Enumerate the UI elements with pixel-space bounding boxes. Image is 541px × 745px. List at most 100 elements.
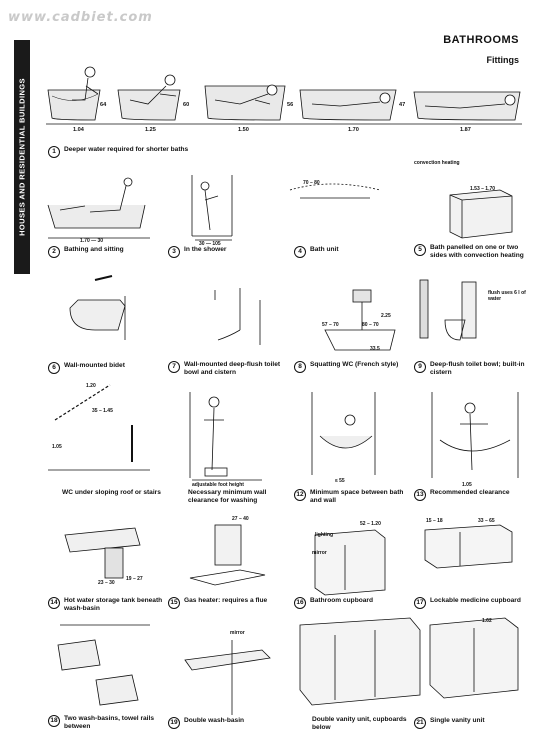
caption-text: Lockable medicine cupboard — [430, 597, 521, 604]
label-adjustable-foot: adjustable foot height — [192, 482, 244, 488]
caption-text: Necessary minimum wall clearance for was… — [188, 489, 267, 504]
caption-number: 17 — [414, 597, 426, 609]
fig-21-drawing — [429, 617, 519, 699]
bath-depth-4: 47 — [399, 102, 406, 108]
bath-1 — [47, 66, 101, 121]
caption-text: WC under sloping roof or stairs — [62, 489, 161, 496]
dim-label: 33 – 65 — [478, 518, 495, 524]
dim-label: 1.20 — [86, 383, 96, 389]
caption-number: 14 — [48, 597, 60, 609]
caption-number: 6 — [48, 362, 60, 374]
page-subtitle: Fittings — [486, 55, 520, 65]
caption-3: 3 In the shower — [168, 246, 286, 258]
bath-3 — [204, 84, 286, 121]
caption-text: Double wash-basin — [184, 717, 245, 724]
caption-text: Gas heater: requires a flue — [184, 597, 268, 604]
bath-length-5: 1.87 — [460, 127, 471, 133]
caption-number: 5 — [414, 244, 426, 256]
caption-text: In the shower — [184, 246, 227, 253]
page-title: BATHROOMS — [443, 34, 519, 46]
caption-number: 7 — [168, 361, 180, 373]
bath-5 — [413, 91, 521, 121]
caption-text: Bathing and sitting — [64, 246, 124, 253]
bath-length-3: 1.50 — [238, 127, 249, 133]
caption-10: WC under sloping roof or stairs — [62, 489, 180, 497]
bath-depth-2: 60 — [183, 102, 190, 108]
dim-label: 2.25 — [381, 313, 391, 319]
dim-label: 19 – 27 — [126, 576, 143, 582]
caption-11: Necessary minimum wall clearance for was… — [188, 489, 288, 505]
caption-text: Squatting WC (French style) — [310, 361, 399, 368]
label-lighting: lighting — [315, 532, 334, 538]
fig-13-drawing — [431, 392, 519, 478]
bath-depth-3: 56 — [287, 102, 294, 108]
bath-length-4: 1.70 — [348, 127, 359, 133]
dim-label: 15 – 18 — [426, 518, 443, 524]
caption-text: Single vanity unit — [430, 717, 485, 724]
caption-17: 17 Lockable medicine cupboard — [414, 597, 532, 609]
caption-text: Hot water storage tank beneath wash-basi… — [64, 597, 163, 612]
dim-label: 30 — 105 — [199, 241, 221, 247]
fig-17-drawing — [424, 524, 513, 569]
caption-18: 18 Two wash-basins, towel rails between — [48, 715, 166, 731]
section-side-tab: HOUSES AND RESIDENTIAL BUILDINGS — [14, 40, 30, 274]
caption-number: 1 — [48, 146, 60, 158]
caption-8: 8 Squatting WC (French style) — [294, 361, 412, 373]
caption-19: 19 Double wash-basin — [168, 717, 286, 729]
caption-number: 2 — [48, 246, 60, 258]
fig-7-drawing — [214, 288, 261, 345]
dim-label: 70 – 80 — [303, 180, 320, 186]
caption-number: 15 — [168, 597, 180, 609]
caption-2: 2 Bathing and sitting — [48, 246, 166, 258]
dim-label: 1.05 — [462, 482, 472, 488]
caption-5: 5 Bath panelled on one or two sides with… — [414, 244, 532, 260]
caption-21: 21 Single vanity unit — [414, 717, 532, 729]
caption-12: 12 Minimum space between bath and wall — [294, 489, 412, 505]
caption-number: 21 — [414, 717, 426, 729]
fig-12-drawing — [311, 392, 376, 475]
caption-text: Recommended clearance — [430, 489, 510, 496]
fig-8-drawing — [324, 289, 396, 351]
dim-label: 33.5 — [370, 346, 380, 352]
bath-profiles — [46, 66, 522, 125]
caption-number: 19 — [168, 717, 180, 729]
caption-14: 14 Hot water storage tank beneath wash-b… — [48, 597, 166, 613]
caption-16: 16 Bathroom cupboard — [294, 597, 412, 609]
caption-text: Deep-flush toilet bowl; built-in cistern — [430, 361, 525, 376]
caption-text: Wall-mounted bidet — [64, 362, 125, 369]
fig-14-drawing — [64, 527, 141, 579]
caption-number: 12 — [294, 489, 306, 501]
dim-label: 1.70 — 30 — [80, 238, 104, 244]
caption-text: Bath panelled on one or two sides with c… — [430, 244, 524, 259]
bath-depth-1: 64 — [100, 102, 107, 108]
fig-11-drawing — [189, 392, 262, 481]
caption-text: Bath unit — [310, 246, 339, 253]
caption-text: Two wash-basins, towel rails between — [64, 715, 155, 730]
dim-label: 1.62 — [482, 618, 492, 624]
fig-20-drawing — [299, 617, 421, 706]
caption-number: 3 — [168, 246, 180, 258]
dim-label: 52 – 1.20 — [360, 521, 381, 527]
caption-text: Wall-mounted deep-flush toilet bowl and … — [184, 361, 281, 376]
caption-number: 4 — [294, 246, 306, 258]
fig-5-drawing — [449, 189, 513, 239]
caption-text: Bathroom cupboard — [310, 597, 374, 604]
fig-3-drawing — [191, 175, 233, 241]
fig-10-drawing — [48, 384, 150, 471]
label-convection-heating: convection heating — [414, 160, 460, 166]
caption-number: 8 — [294, 361, 306, 373]
label-mirror: mirror — [312, 550, 327, 556]
caption-number: 18 — [48, 715, 60, 727]
caption-number: 13 — [414, 489, 426, 501]
label-mirror-19: mirror — [230, 630, 245, 636]
fig-16-drawing — [314, 529, 386, 596]
caption-text: Minimum space between bath and wall — [310, 489, 404, 504]
dim-label: 23 – 30 — [98, 580, 115, 586]
caption-13: 13 Recommended clearance — [414, 489, 532, 501]
dim-label: 35 – 1.45 — [92, 408, 113, 414]
caption-text: Deeper water required for shorter baths — [64, 146, 189, 153]
dim-label: 57 – 70 — [322, 322, 339, 328]
fig-15-drawing — [189, 524, 266, 586]
dim-label: 80 – 70 — [362, 322, 379, 328]
